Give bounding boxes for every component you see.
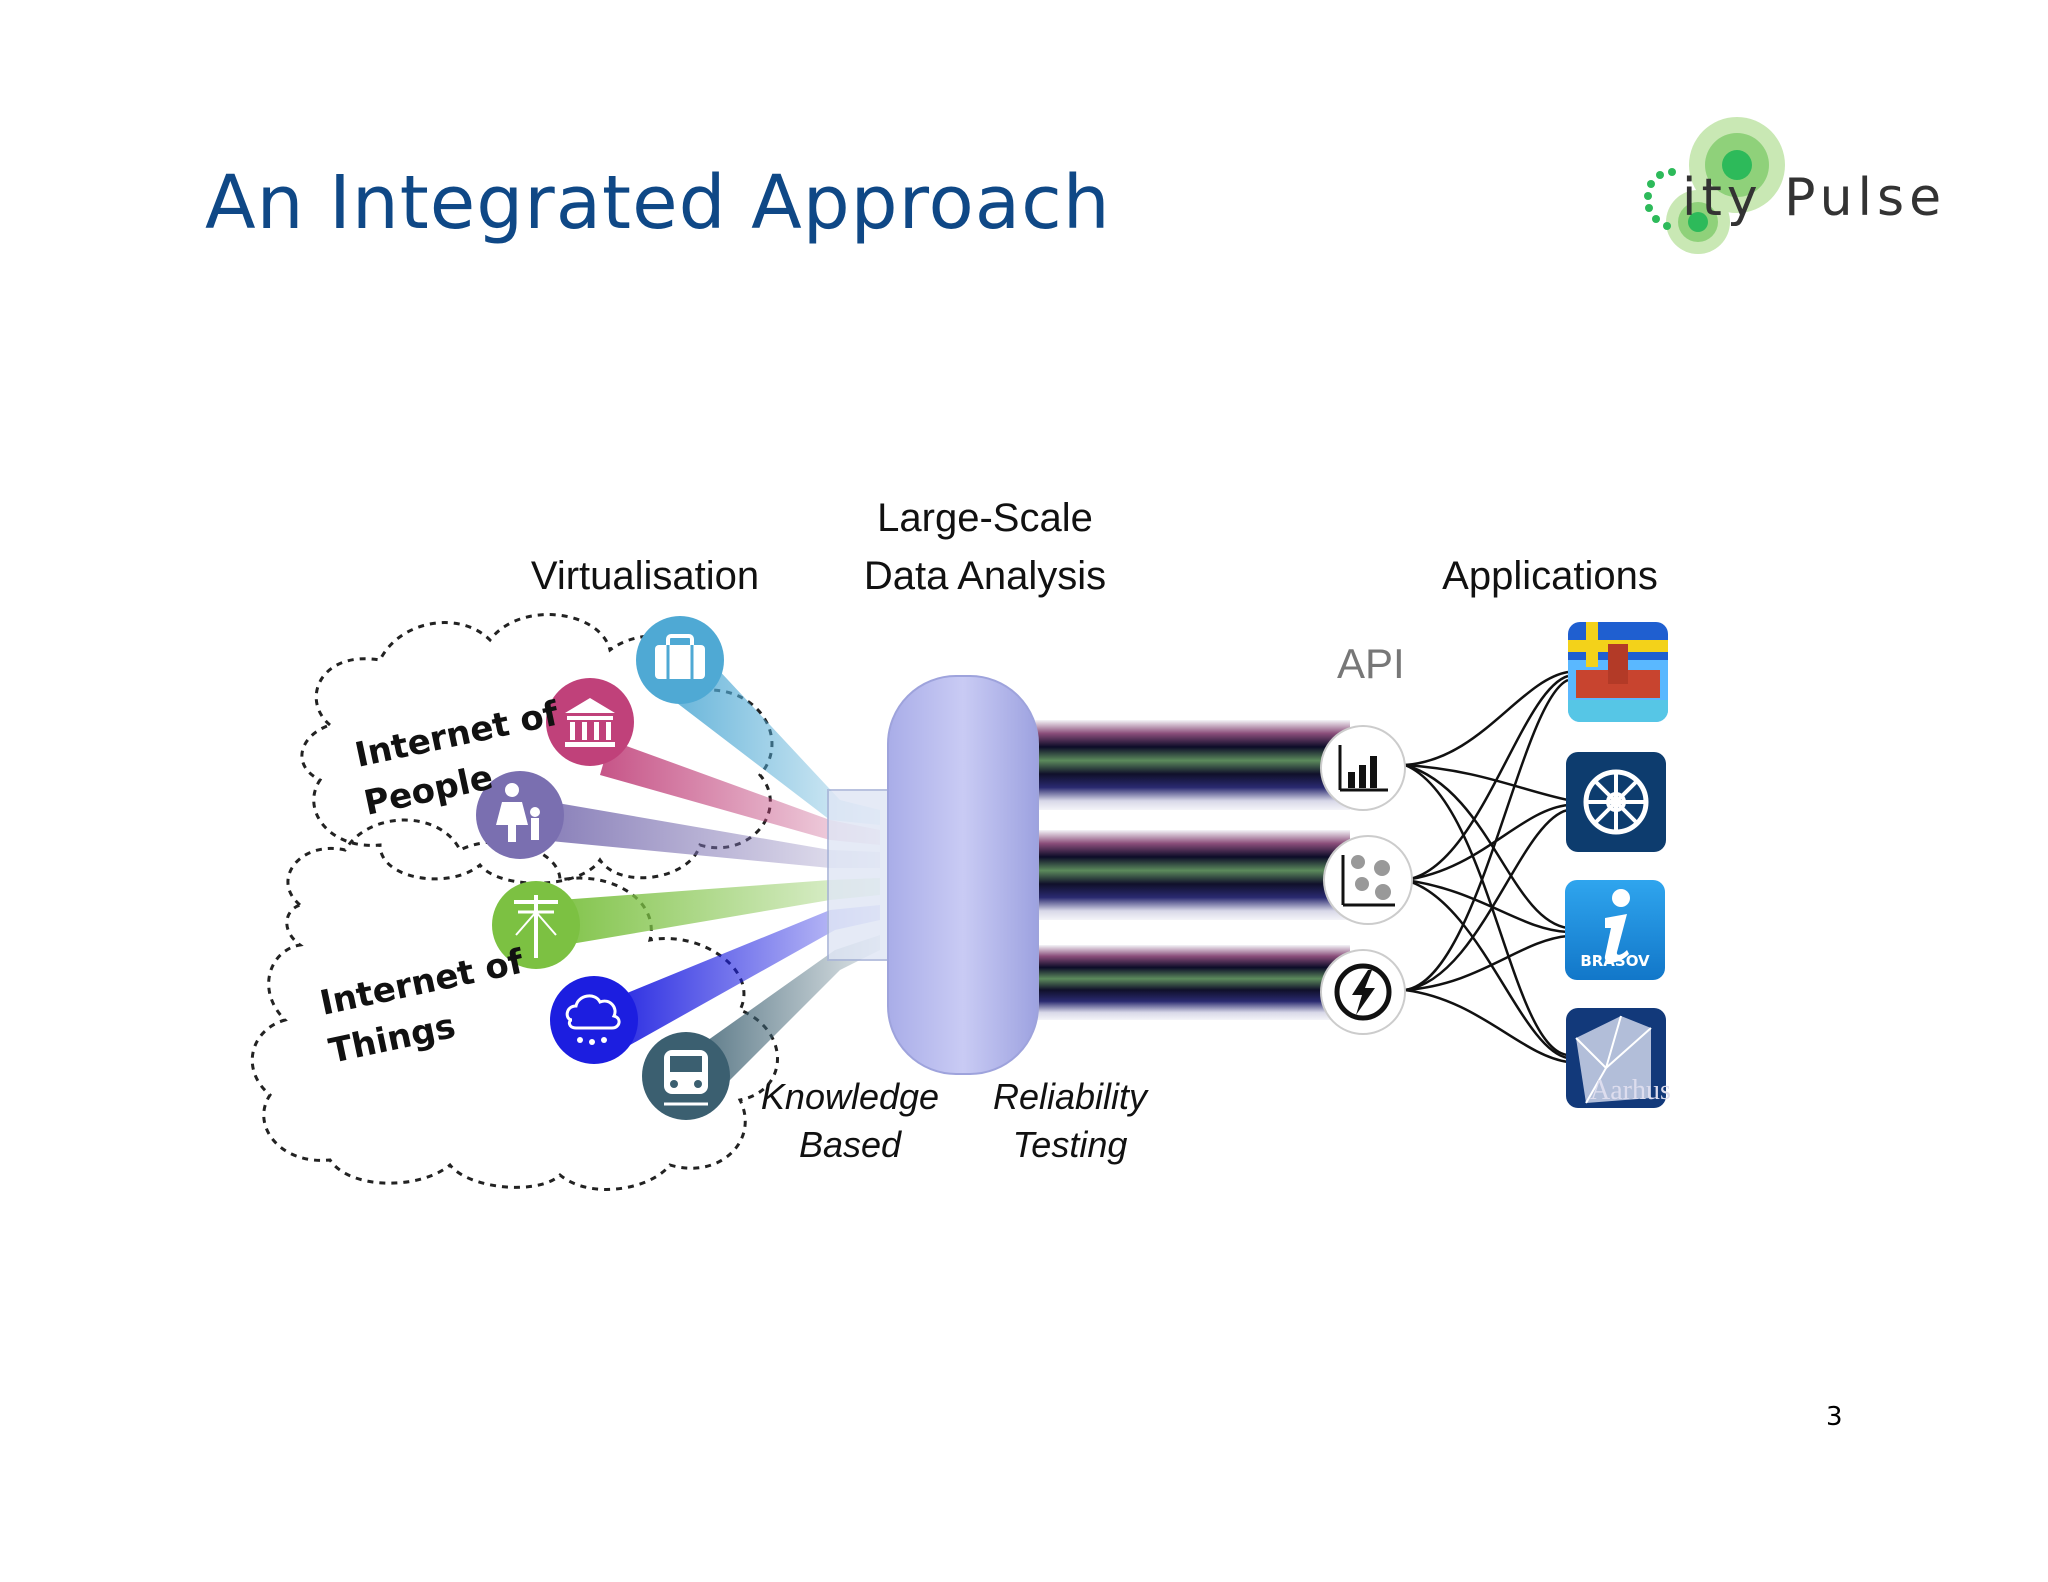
- beam-train: [680, 935, 880, 1100]
- api-connections: [1404, 670, 1569, 1064]
- lightning-icon: [1320, 949, 1406, 1035]
- ship-wheel-icon: [1583, 769, 1649, 835]
- stockholm-city-icon: [1568, 622, 1668, 722]
- knowledge-caption-line1: Knowledge: [760, 1076, 940, 1117]
- knowledge-box: [827, 789, 899, 961]
- page-number: 3: [1826, 1402, 1843, 1432]
- aarhus-building-icon: [1575, 1015, 1652, 1104]
- beam-briefcase: [660, 650, 880, 825]
- logo-text: ity Pulse: [1682, 168, 1947, 228]
- reliability-caption-line2: Testing: [1012, 1124, 1128, 1165]
- cable-bottom: [1020, 945, 1350, 1020]
- app-stockholm-tile[interactable]: [1568, 622, 1668, 722]
- cable-middle: [1020, 830, 1350, 920]
- weather-rain-icon: [550, 976, 638, 1064]
- analysis-heading-line1: Large-Scale: [877, 496, 1093, 540]
- app-wheel-tile[interactable]: [1566, 752, 1666, 852]
- analysis-disc: [887, 675, 1039, 1075]
- virtualisation-heading: Virtualisation: [530, 554, 760, 598]
- bar-chart-icon: [1320, 725, 1406, 811]
- museum-icon: [546, 678, 634, 766]
- beam-family: [540, 800, 880, 868]
- app-aarhus-tile[interactable]: [1566, 1008, 1666, 1108]
- aarhus-label: Aarhus: [1590, 1075, 1671, 1106]
- beam-pole: [560, 878, 880, 945]
- applications-heading: Applications: [1442, 554, 1658, 598]
- power-pole-icon: [492, 881, 580, 969]
- beam-museum: [600, 740, 880, 845]
- knowledge-caption-line2: Based: [798, 1124, 902, 1165]
- family-icon: [476, 771, 564, 859]
- app-brasov-tile[interactable]: [1565, 880, 1665, 980]
- slide-title: An Integrated Approach: [205, 160, 1111, 246]
- api-label: API: [1337, 640, 1405, 687]
- reliability-caption-line1: Reliability: [992, 1076, 1148, 1117]
- info-icon: [1604, 889, 1630, 963]
- analysis-heading-line2: Data Analysis: [863, 554, 1107, 598]
- train-icon: [642, 1032, 730, 1120]
- beam-rain: [610, 905, 880, 1045]
- briefcase-icon: [636, 616, 724, 704]
- cable-top: [1020, 720, 1350, 810]
- brasov-label: BRASOV: [1580, 952, 1650, 970]
- citypulse-logo: [1644, 117, 1785, 254]
- fingerprint-scatter-icon: [1323, 835, 1413, 925]
